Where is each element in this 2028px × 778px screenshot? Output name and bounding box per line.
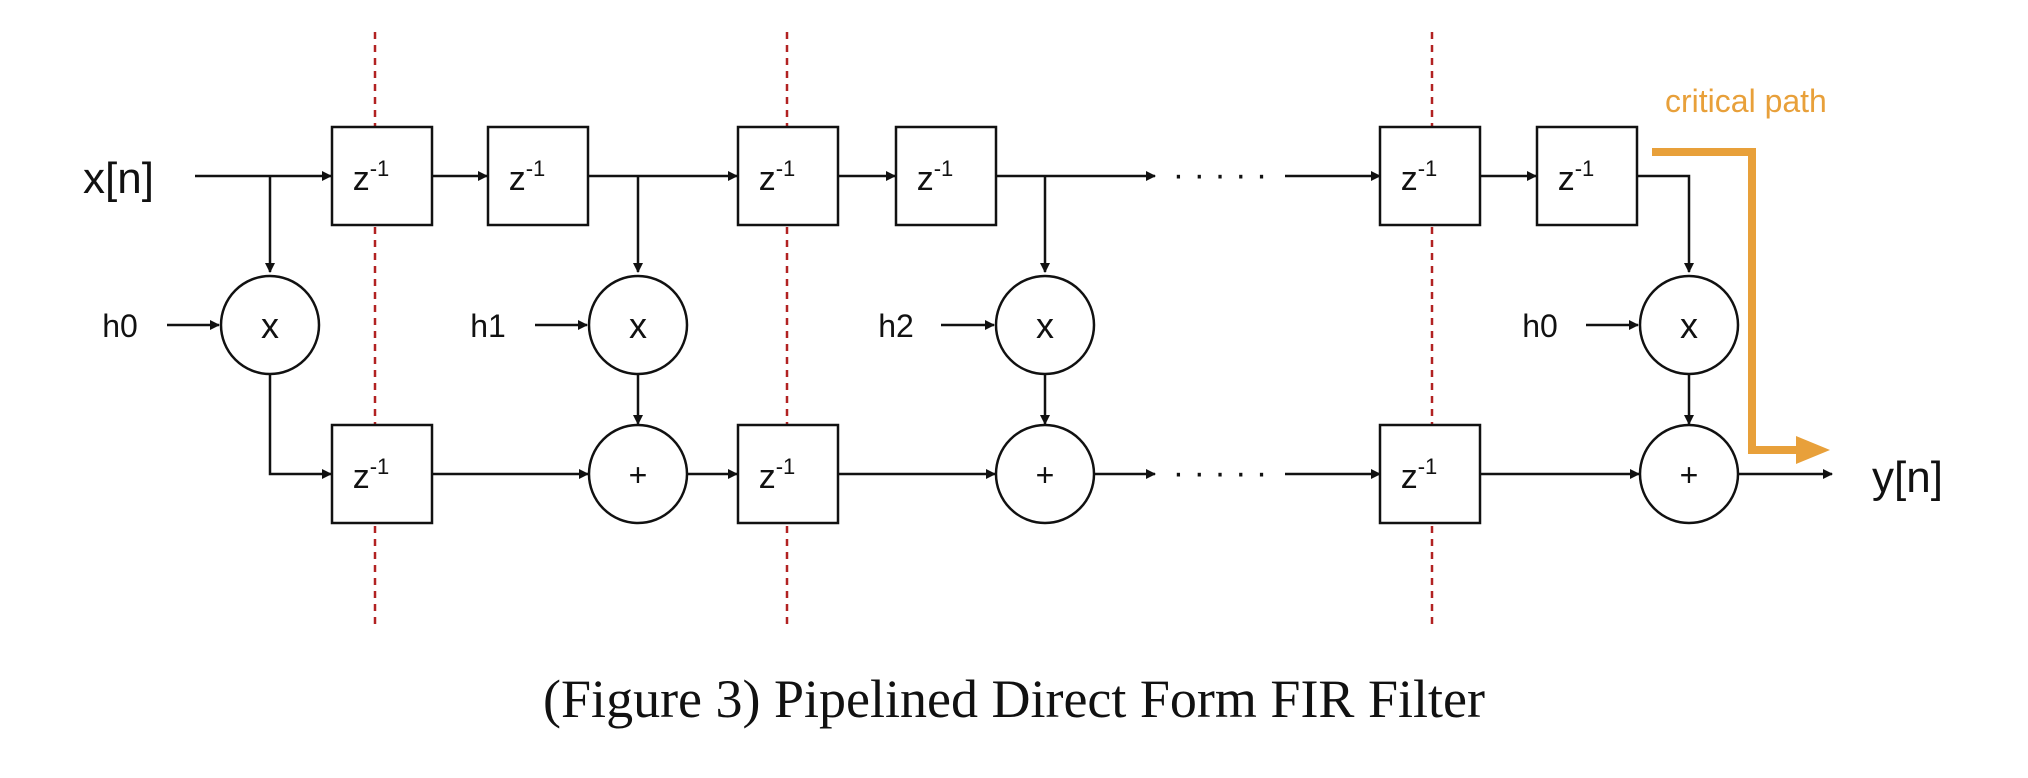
delay-elements [330, 125, 1639, 525]
ellipsis-bottom: · · · · · [1173, 454, 1267, 492]
delay-labels: z-1 z-1 z-1 z-1 z-1 z-1 z-1 z-1 z-1 [353, 156, 1595, 496]
delay-box [736, 125, 840, 227]
signal-wires [167, 171, 1833, 479]
input-label: x[n] [83, 154, 154, 203]
delay-label: z-1 [353, 454, 390, 496]
coefficient-label: h2 [878, 308, 914, 344]
multiplier-node [587, 274, 689, 376]
multiplier-node [994, 274, 1096, 376]
multipliers: x x x x [219, 274, 1740, 376]
delay-box [330, 125, 434, 227]
delay-label: z-1 [759, 454, 796, 496]
delay-label: z-1 [509, 156, 546, 198]
output-label: y[n] [1872, 453, 1943, 502]
adder-symbol: + [1680, 457, 1699, 493]
delay-label: z-1 [1401, 156, 1438, 198]
adder-node [994, 423, 1096, 525]
delay-label: z-1 [759, 156, 796, 198]
delay-box [736, 423, 840, 525]
delay-box [1378, 125, 1482, 227]
adder-node [587, 423, 689, 525]
pipeline-cuts [373, 32, 1434, 625]
coefficient-label: h0 [102, 308, 138, 344]
figure-caption: (Figure 3) Pipelined Direct Form FIR Fil… [543, 669, 1485, 729]
adder-symbol: + [629, 457, 648, 493]
multiplier-node [1638, 274, 1740, 376]
critical-path-label: critical path [1665, 83, 1827, 119]
delay-label: z-1 [1401, 454, 1438, 496]
multiplier-symbol: x [1680, 305, 1698, 346]
critical-path-arrow [1652, 148, 1830, 464]
delay-label: z-1 [353, 156, 390, 198]
adder-node [1638, 423, 1740, 525]
coefficient-label: h0 [1522, 308, 1558, 344]
ellipsis-top: · · · · · [1173, 156, 1267, 194]
adder-symbol: + [1036, 457, 1055, 493]
multiplier-symbol: x [629, 305, 647, 346]
multiplier-symbol: x [1036, 305, 1054, 346]
multiplier-node [219, 274, 321, 376]
delay-box [1535, 125, 1639, 227]
adders: + + + [587, 423, 1740, 525]
delay-box [1378, 423, 1482, 525]
delay-box [894, 125, 998, 227]
delay-label: z-1 [917, 156, 954, 198]
delay-label: z-1 [1558, 156, 1595, 198]
delay-box [330, 423, 434, 525]
delay-box [486, 125, 590, 227]
multiplier-symbol: x [261, 305, 279, 346]
coefficient-label: h1 [470, 308, 506, 344]
